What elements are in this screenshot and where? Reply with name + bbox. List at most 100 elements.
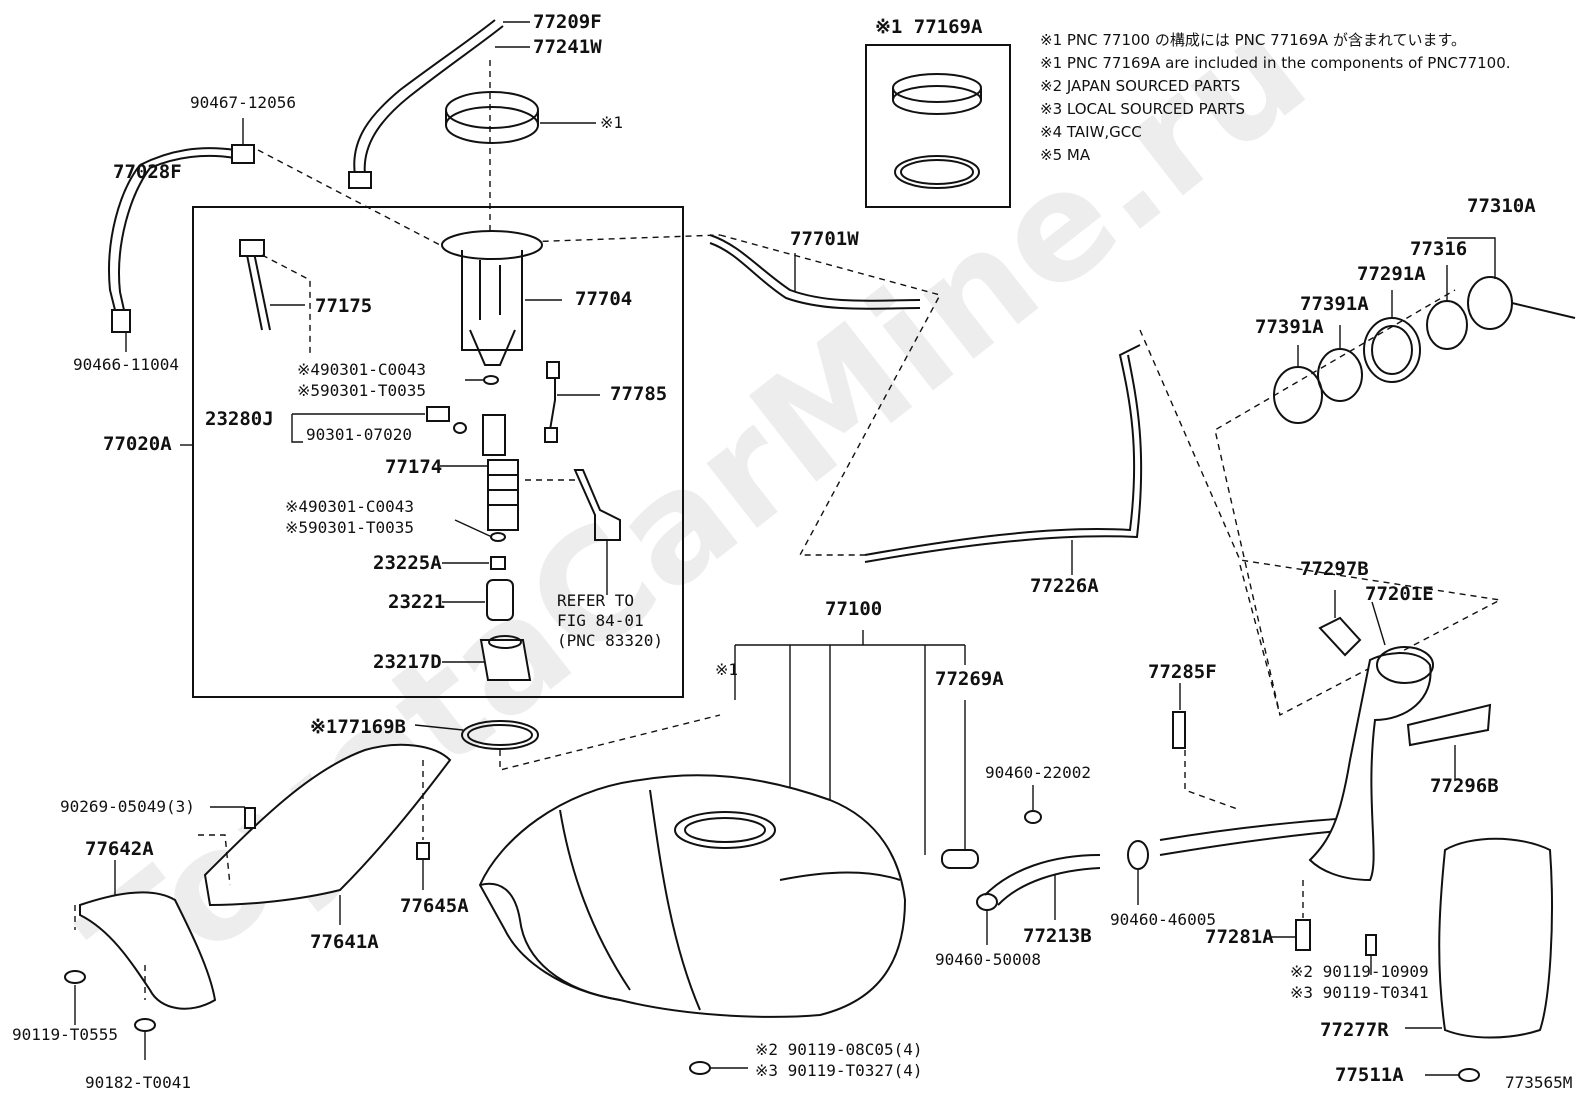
label-90460-46005: 90460-46005	[1110, 910, 1216, 929]
label-90119-T0341: ※3 90119-T0341	[1290, 983, 1429, 1002]
label-77704: 77704	[575, 288, 632, 310]
o-ring-icon	[483, 375, 499, 385]
label-77269A: 77269A	[935, 668, 1004, 690]
label-90119-T0327: ※3 90119-T0327(4)	[755, 1061, 923, 1080]
label-77642A: 77642A	[85, 838, 154, 860]
pump-motor-icon	[486, 579, 514, 621]
clamp-90466-icon	[111, 309, 131, 333]
label-77028F: 77028F	[113, 161, 182, 183]
label-77226A: 77226A	[1030, 575, 1099, 597]
label-77213B: 77213B	[1023, 925, 1092, 947]
bolt-icon	[64, 807, 1480, 1082]
label-77701W: 77701W	[790, 228, 859, 250]
lock-ring-icon	[892, 85, 982, 115]
suction-filter-icon	[479, 639, 532, 681]
breather-tube-icon	[864, 344, 1141, 556]
note-5: ※5 MA	[1040, 146, 1091, 164]
lock-ring-top-icon	[445, 106, 539, 144]
label-90119-08C05: ※2 90119-08C05(4)	[755, 1040, 923, 1059]
hose-77701W-icon	[709, 234, 921, 302]
label-90460-50008: 90460-50008	[935, 950, 1041, 969]
bracket-77297B-icon	[1318, 616, 1362, 657]
label-90301-T0035-b: ※590301-T0035	[285, 518, 414, 537]
clamp-90460-50008-icon	[976, 893, 998, 911]
label-90269-05049: 90269-05049(3)	[60, 797, 195, 816]
label-90301-07020: 90301-07020	[306, 425, 412, 444]
figure-code: 773565M	[1505, 1073, 1572, 1092]
label-refer-1: REFER TO	[557, 591, 634, 610]
label-mark1-b: ※1	[715, 660, 738, 679]
label-23217D: 23217D	[373, 651, 442, 673]
note-1-en: ※1 PNC 77169A are included in the compon…	[1040, 54, 1511, 72]
label-77297B: 77297B	[1300, 558, 1369, 580]
clip-77285F-icon	[1172, 711, 1186, 749]
label-refer-3: (PNC 83320)	[557, 631, 663, 650]
label-77391A-left: 77391A	[1255, 316, 1324, 338]
note-4: ※4 TAIW,GCC	[1040, 123, 1142, 141]
label-23221: 23221	[388, 591, 445, 613]
clamp-90460-46005-icon	[1127, 840, 1149, 870]
label-90460-22002: 90460-22002	[985, 763, 1091, 782]
label-mark1: ※1	[600, 113, 623, 132]
float-arm-icon	[573, 469, 621, 541]
label-90119-T0555: 90119-T0555	[12, 1025, 118, 1044]
note-3: ※3 LOCAL SOURCED PARTS	[1040, 100, 1245, 118]
label-77296B: 77296B	[1430, 775, 1499, 797]
clamp-90467-icon	[231, 144, 255, 164]
label-77511A: 77511A	[1335, 1064, 1404, 1086]
gasket-77169B-icon	[461, 720, 539, 750]
fuel-cap-icon	[1467, 276, 1513, 330]
label-77020A: 77020A	[103, 433, 172, 455]
label-90467-12056: 90467-12056	[190, 93, 296, 112]
notes-block: ※1 PNC 77100 の構成には PNC 77169A が含まれています。 …	[1040, 31, 1511, 164]
protector-77642A-icon	[79, 891, 217, 1010]
label-77201E: 77201E	[1365, 583, 1434, 605]
inset-frame	[865, 44, 1011, 208]
gasket-icon	[894, 155, 980, 189]
label-77100: 77100	[825, 598, 882, 620]
label-90182-T0041: 90182-T0041	[85, 1073, 191, 1092]
label-90301-C0043: ※490301-C0043	[297, 360, 426, 379]
pressure-regulator-icon	[426, 406, 450, 422]
fuel-pump-module-icon	[441, 230, 543, 366]
label-77310A: 77310A	[1467, 195, 1536, 217]
label-77169B: ※177169B	[310, 716, 406, 738]
label-77645A: 77645A	[400, 895, 469, 917]
label-77291A: 77291A	[1357, 263, 1426, 285]
label-77174: 77174	[385, 456, 442, 478]
protector-77277R-icon	[1438, 837, 1553, 1039]
bracket-77296B-icon	[1406, 703, 1492, 747]
label-77391A-right: 77391A	[1300, 293, 1369, 315]
note-1-jp: ※1 PNC 77100 の構成には PNC 77169A が含まれています。	[1040, 31, 1466, 49]
hose-77269A-icon	[941, 849, 979, 869]
cap-gasket-icon	[1426, 300, 1468, 350]
clip-77281A-icon	[1295, 919, 1311, 951]
clip-77645A-icon	[416, 842, 430, 860]
gasket-77391A-left-icon	[1273, 366, 1323, 424]
filter-cap-icon	[490, 556, 506, 570]
sender-gauge-icon	[244, 244, 263, 331]
label-77175: 77175	[315, 295, 372, 317]
part-labels: 77209F 77241W 90467-12056 77028F 90466-1…	[12, 11, 1572, 1092]
hose-77213B-icon	[984, 854, 1101, 896]
label-23280J: 23280J	[205, 408, 274, 430]
label-90301-T0035: ※590301-T0035	[297, 381, 426, 400]
label-77281A: 77281A	[1205, 926, 1274, 948]
fuel-pump-icon	[482, 414, 519, 531]
label-77285F: 77285F	[1148, 661, 1217, 683]
label-90301-C0043-b: ※490301-C0043	[285, 497, 414, 516]
label-refer-2: FIG 84-01	[557, 611, 644, 630]
hose-77028F-icon	[108, 164, 141, 311]
label-90119-10909: ※2 90119-10909	[1290, 962, 1429, 981]
protector-77641A-icon	[203, 743, 452, 907]
label-77241W: 77241W	[533, 36, 602, 58]
label-77277R: 77277R	[1320, 1019, 1389, 1041]
filler-pipe-icon	[1308, 652, 1432, 882]
label-90466-11004: 90466-11004	[73, 355, 179, 374]
label-77785: 77785	[610, 383, 667, 405]
label-77316: 77316	[1410, 238, 1467, 260]
clamp-90460-22002-icon	[1024, 810, 1042, 824]
note-2: ※2 JAPAN SOURCED PARTS	[1040, 77, 1240, 95]
inset-label: ※1 77169A	[875, 16, 983, 38]
